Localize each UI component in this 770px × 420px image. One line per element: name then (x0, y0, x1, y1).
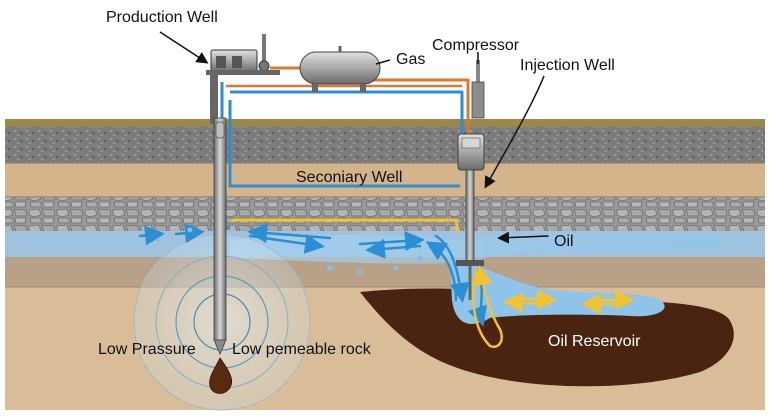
oil-drop-icon (209, 357, 233, 394)
production-well-label: Production Well (106, 9, 218, 26)
callout-leaders (159, 31, 545, 189)
flow-arrow (138, 225, 165, 246)
gas-label: Gas (396, 51, 425, 68)
oil-label: Oil (554, 233, 574, 250)
gravel-middle-layer (5, 197, 765, 231)
drill-tip (213, 339, 227, 356)
production-well-casing (213, 117, 227, 341)
secondary-well-label: Seconiary Well (296, 169, 402, 186)
flow-arrows (138, 223, 635, 349)
yellow-flow-arrow (503, 292, 550, 313)
yellow-flow-arrow (472, 265, 503, 349)
compressor-label: Compressor (432, 37, 520, 54)
flow-arrow (248, 233, 325, 254)
blue-pipe-loop (230, 90, 464, 138)
pipelines (220, 66, 470, 233)
water-droplets (156, 227, 423, 275)
flow-arrow (497, 231, 549, 244)
blue-pipe-secondary-well (228, 100, 460, 188)
injection-well-casing (465, 169, 475, 265)
flow-arrow (174, 223, 205, 244)
low-pressure-label: Low Prassure (98, 341, 196, 358)
water-plume (230, 233, 720, 264)
flow-arrow (425, 241, 458, 302)
flow-arrow (365, 238, 422, 259)
gravel-upper-layer (5, 127, 765, 163)
oil-reservoir-label: Oil Reservoir (548, 333, 641, 350)
injection-well[interactable] (456, 60, 485, 300)
low-permeable-rock-label: Low pemeable rock (232, 341, 372, 358)
flow-arrow (434, 234, 470, 303)
orange-pipe-gas (270, 66, 470, 138)
gas-tank[interactable] (299, 46, 381, 92)
yellow-gas-line (232, 218, 460, 233)
surface-layer (5, 119, 765, 127)
injection-well-label: Injection Well (520, 57, 615, 74)
sand-upper-layer (5, 163, 765, 197)
production-well[interactable] (206, 34, 280, 394)
